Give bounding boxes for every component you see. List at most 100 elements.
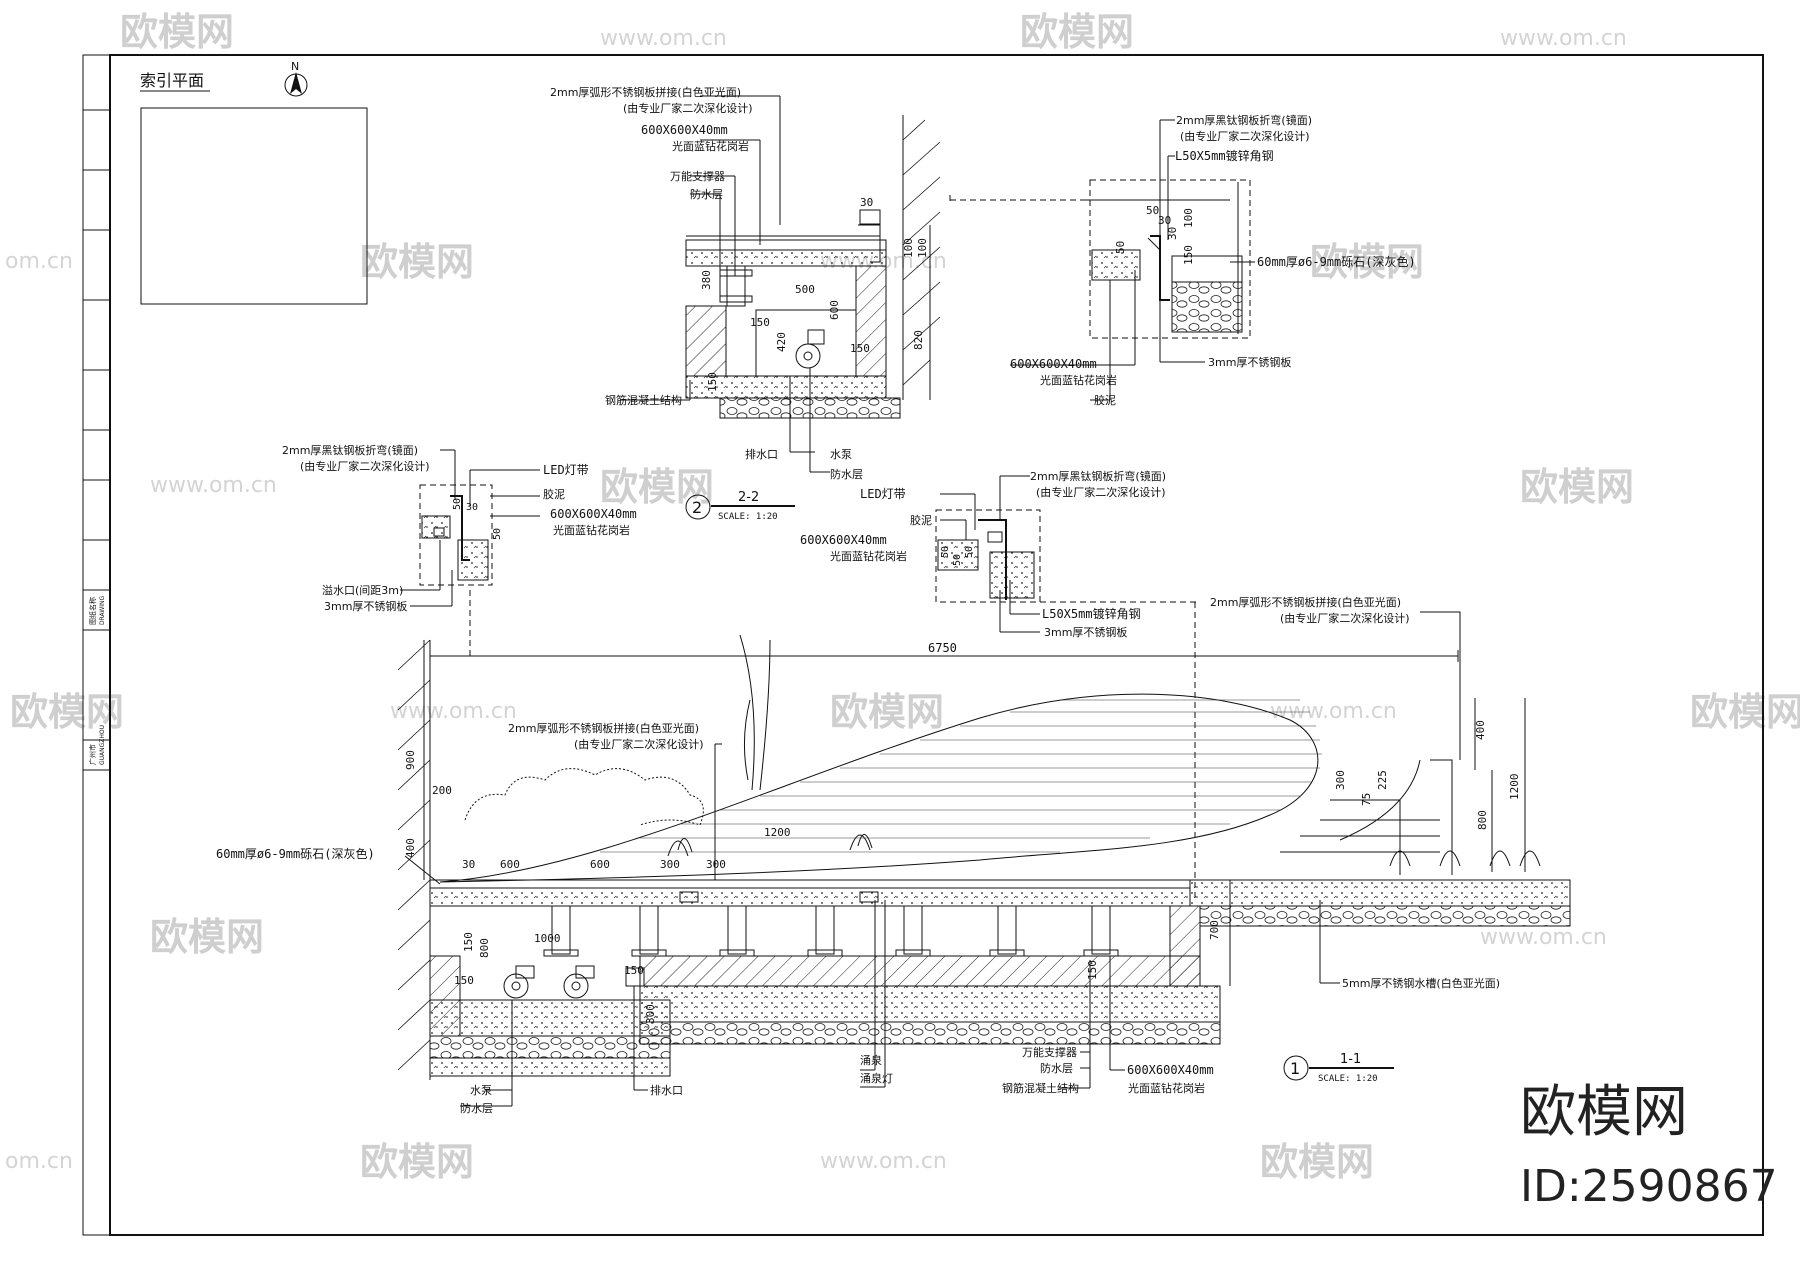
brand-id: ID:2590867	[1520, 1161, 1778, 1212]
index-plan-box	[140, 107, 368, 305]
watermark-brand: 欧模网	[1690, 690, 1800, 734]
note: 排水口	[745, 447, 778, 461]
note: 600X600X40mm	[1010, 357, 1097, 371]
note: 光面蓝钻花岗岩	[1128, 1081, 1205, 1095]
dim: 150	[1086, 960, 1099, 980]
dim: 100	[1182, 208, 1195, 228]
dim: 600	[590, 858, 610, 871]
note: 水泵	[830, 448, 852, 461]
note: 600X600X40mm	[641, 123, 728, 137]
watermark-layer: 欧模网 www.om.cn 欧模网 www.om.cn om.cn 欧模网 ww…	[5, 10, 1800, 1184]
watermark-brand: 欧模网	[1020, 10, 1134, 54]
note: 600X600X40mm	[550, 507, 637, 521]
dim: 800	[478, 938, 491, 958]
note: 2mm厚黑钛钢板折弯(镜面)	[1176, 113, 1312, 127]
dim: 50	[940, 546, 951, 558]
pump-icon	[563, 965, 595, 999]
watermark-url: www.om.cn	[820, 1149, 947, 1174]
section-tag-1-1: 1 1-1 SCALE: 1:20	[1283, 1052, 1394, 1084]
watermark-brand: 欧模网	[120, 10, 234, 54]
note: 防水层	[1040, 1061, 1073, 1075]
watermark-brand: 欧模网	[1310, 240, 1424, 284]
note: 防水层	[830, 467, 863, 481]
note: (由专业厂家二次深化设计)	[1280, 611, 1410, 625]
watermark-brand: 欧模网	[1260, 1140, 1374, 1184]
note: 溢水口(间距3m)	[322, 583, 403, 597]
note: 万能支撑器	[1022, 1045, 1077, 1059]
svg-text:1-1: 1-1	[1340, 1052, 1361, 1067]
dim: 150	[706, 372, 719, 392]
dim: 300	[706, 858, 726, 871]
note: 60mm厚ø6-9mm砾石(深灰色)	[1257, 255, 1416, 269]
section-2-2: 30 100 100 380 500 600 150 420 150 820 1…	[550, 85, 941, 522]
watermark-url: www.om.cn	[1480, 925, 1607, 950]
dim: 300	[644, 1004, 657, 1024]
pedestal-row	[543, 905, 1119, 957]
note: 防水层	[690, 187, 723, 201]
note: 钢筋混凝土结构	[605, 393, 682, 407]
title-cell: 广州市	[88, 744, 97, 765]
note: (由专业厂家二次深化设计)	[623, 101, 753, 115]
pump-icon	[795, 343, 821, 369]
dim: 820	[912, 330, 925, 350]
section-tag-2-2: 2 2-2 SCALE: 1:20	[685, 490, 795, 522]
detail-c: 50 50 50 2mm厚黑钛钢板折弯(镜面) (由专业厂家二次深化设计) LE…	[800, 469, 1200, 900]
svg-text:2: 2	[692, 498, 702, 517]
dim: 600	[828, 300, 841, 320]
note: 光面蓝钻花岗岩	[672, 139, 749, 153]
dim: 150	[454, 974, 474, 987]
note: (由专业厂家二次深化设计)	[1180, 129, 1310, 143]
dim: 1000	[534, 932, 561, 945]
dim: 225	[1376, 770, 1389, 790]
dim: 30	[860, 196, 873, 209]
note: 光面蓝钻花岗岩	[553, 523, 630, 537]
dim: 100	[902, 238, 915, 258]
dim: 50	[452, 498, 463, 510]
dim: 800	[1476, 810, 1489, 830]
dim: 300	[1334, 770, 1347, 790]
dim: 30	[1166, 227, 1179, 240]
watermark-url: www.om.cn	[390, 699, 517, 724]
dim: 6750	[928, 641, 957, 655]
detail-b: 50 30 50 2mm厚黑钛钢板折弯(镜面) (由专业厂家二次深化设计) LE…	[282, 443, 637, 660]
index-plan: 索引平面 N	[140, 60, 368, 305]
dim: 50	[1146, 204, 1159, 217]
note: 3mm厚不锈钢板	[324, 599, 407, 613]
dim: 700	[1208, 920, 1221, 940]
note: 3mm厚不锈钢板	[1208, 355, 1291, 369]
dim: 150	[850, 342, 870, 355]
watermark-brand: 欧模网	[10, 690, 124, 734]
note: 水泵	[470, 1084, 492, 1097]
sculpture-lines	[600, 699, 1322, 853]
watermark-url: www.om.cn	[1270, 699, 1397, 724]
dim: 150	[1182, 245, 1195, 265]
note: LED灯带	[543, 463, 589, 477]
title-cell: DRAWING	[99, 595, 106, 625]
note: L50X5mm镀锌角钢	[1042, 607, 1141, 621]
dim: 50	[964, 546, 975, 558]
note: 3mm厚不锈钢板	[1044, 625, 1127, 639]
note: 光面蓝钻花岗岩	[830, 549, 907, 563]
dim: 150	[750, 316, 770, 329]
dim: 1200	[1508, 774, 1521, 801]
watermark-url: om.cn	[5, 249, 73, 274]
dim: 30	[462, 858, 475, 871]
watermark-brand: 欧模网	[360, 240, 474, 284]
dim: 50	[492, 528, 503, 540]
title-cell: 图纸名称	[88, 597, 97, 625]
watermark-url: www.om.cn	[1500, 26, 1627, 51]
note: 2mm厚黑钛钢板折弯(镜面)	[1030, 469, 1166, 483]
dim: 400	[404, 838, 417, 858]
dim: 900	[404, 750, 417, 770]
watermark-brand: 欧模网	[600, 465, 714, 509]
detail-a: 50 30 100 30 50 150 2mm厚黑钛钢板折弯(镜面) (由专业厂…	[949, 113, 1416, 407]
note: L50X5mm镀锌角钢	[1175, 149, 1274, 163]
dim: 300	[660, 858, 680, 871]
watermark-brand: 欧模网	[150, 915, 264, 959]
note: 2mm厚黑钛钢板折弯(镜面)	[282, 443, 418, 457]
note: 600X600X40mm	[800, 533, 887, 547]
watermark-brand: 欧模网	[360, 1140, 474, 1184]
note: (由专业厂家二次深化设计)	[300, 459, 430, 473]
dim: 50	[1114, 241, 1127, 254]
